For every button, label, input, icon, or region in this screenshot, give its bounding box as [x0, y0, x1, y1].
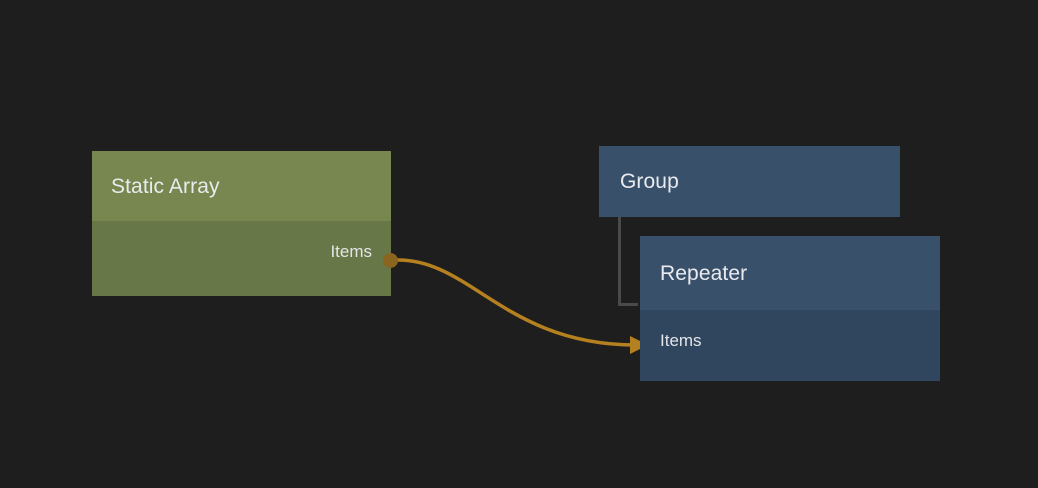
node-group[interactable]: Group [599, 146, 900, 217]
node-repeater-title: Repeater [660, 261, 748, 285]
node-repeater-body: Items [640, 310, 940, 381]
port-dot-static-array-items-output[interactable] [383, 253, 398, 268]
node-group-title: Group [620, 170, 679, 193]
port-row-repeater-items[interactable]: Items [660, 332, 702, 349]
node-static-array-body: Items [92, 221, 391, 296]
node-static-array[interactable]: Static Array Items [92, 151, 391, 296]
node-static-array-header[interactable]: Static Array [92, 151, 391, 221]
group-containment-bracket [618, 217, 638, 306]
connection-edge-items[interactable] [394, 258, 638, 347]
port-label-repeater-items: Items [660, 331, 702, 350]
node-static-array-title: Static Array [111, 174, 220, 198]
node-repeater[interactable]: Repeater Items [640, 236, 940, 381]
node-repeater-header[interactable]: Repeater [640, 236, 940, 310]
port-row-static-array-items[interactable]: Items [330, 243, 372, 260]
node-group-header[interactable]: Group [599, 146, 900, 217]
port-label-static-array-items: Items [330, 242, 372, 261]
